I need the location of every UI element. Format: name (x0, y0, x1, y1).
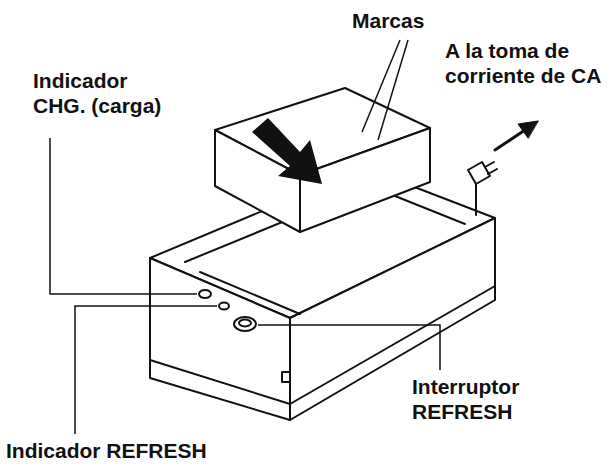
marks-label: Marcas (352, 8, 462, 33)
leader-line (50, 138, 197, 294)
plug-pin (485, 162, 494, 167)
charger-groove (200, 272, 300, 314)
outlet-arrowhead (518, 121, 538, 138)
plug-pin (488, 169, 497, 174)
refresh-switch-button (239, 320, 251, 327)
leader-line (75, 306, 217, 434)
indicator-label: Indicador CHG. (carga) (33, 68, 178, 118)
insert-arrow (252, 118, 322, 184)
outlet-arrow (495, 130, 525, 150)
refresh-indicator (219, 303, 229, 310)
indicator-label: Indicador REFRESH (6, 438, 286, 463)
leader-line (258, 325, 440, 370)
charger-vent (282, 372, 290, 382)
charger-front-face (150, 258, 290, 420)
chg-indicator (199, 290, 211, 298)
plug-stem (475, 184, 477, 215)
refresh-switch (234, 317, 256, 331)
outlet-label: A la toma de corriente de CA (445, 38, 611, 88)
leader-line (378, 40, 408, 140)
switch-label: Interruptor REFRESH (412, 374, 552, 424)
